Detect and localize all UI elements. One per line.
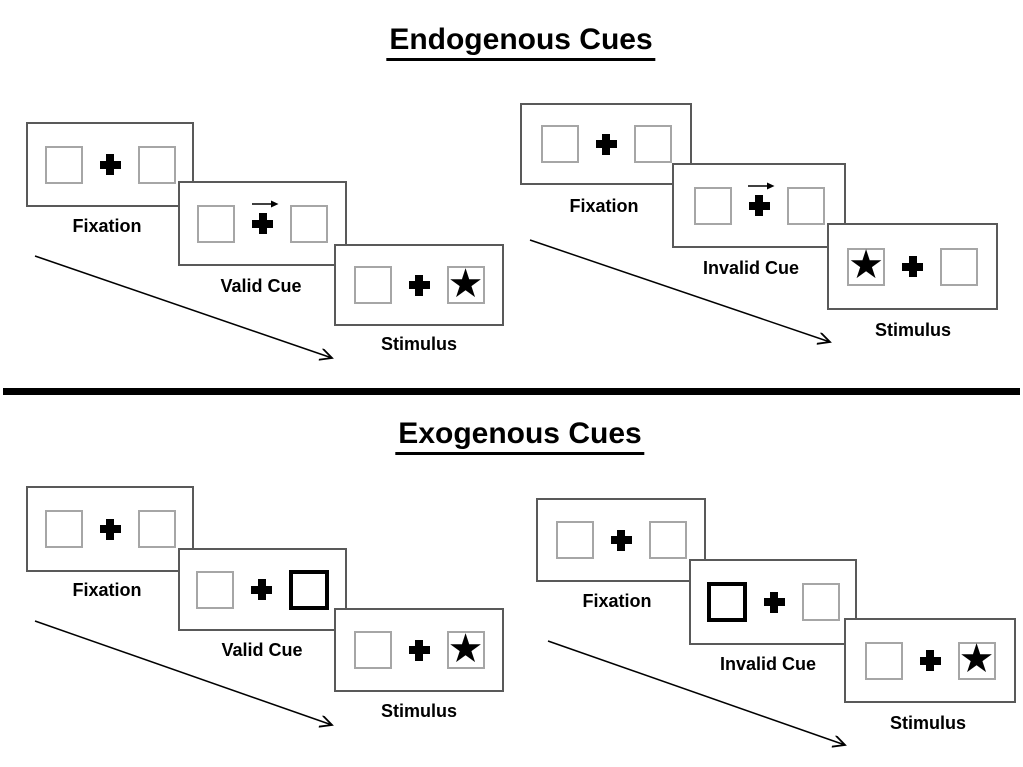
panel-content [44,510,176,548]
panel-content: ★ [847,242,978,288]
star-icon: ★ [958,636,995,682]
fixation-cross-icon [763,591,785,613]
panel-label-stimulus: Stimulus [874,320,952,340]
panel-label-fixation: Fixation [72,580,142,600]
star-icon: ★ [447,625,484,672]
fixation-cross-icon [99,518,121,540]
left-box [693,186,732,225]
panel-content [693,182,825,225]
panel-exogenous-invalid-stimulus: ★ [844,618,1016,703]
panel-endogenous-invalid-fixation [520,103,692,185]
right-box [940,247,978,286]
right-box: ★ [446,260,485,307]
panel-exogenous-valid-stimulus: ★ [334,608,504,692]
panel-exogenous-invalid-cue [689,559,857,645]
fixation-cross-icon [595,133,617,155]
left-box [353,266,392,304]
fixation-cross-icon [919,650,941,671]
panel-exogenous-invalid-fixation [536,498,706,582]
panel-endogenous-valid-cue [178,181,347,266]
cue-arrow-icon [748,182,775,190]
right-box [137,145,176,184]
star-icon: ★ [848,242,884,288]
right-box [786,186,825,225]
panel-endogenous-invalid-cue [672,163,846,248]
panel-endogenous-valid-fixation [26,122,194,207]
fixation-cross-icon [902,256,923,277]
timeline-arrow-icon [529,239,840,350]
fixation-cross-icon [99,154,121,175]
right-box: ★ [446,625,485,672]
right-box [801,583,840,621]
right-box [633,125,672,163]
panel-content [197,200,328,243]
right-box [137,510,176,548]
panel-label-valid-cue: Valid Cue [220,276,302,296]
panel-content: ★ [353,625,485,672]
right-box [648,521,687,559]
panel-content [540,125,672,163]
panel-exogenous-valid-cue [178,548,347,631]
section-title-exogenous: Exogenous Cues [395,417,645,455]
panel-content: ★ [864,636,996,682]
panel-content [196,569,329,610]
timeline-arrow-icon [34,255,342,366]
right-box-highlighted [289,569,329,610]
panel-label-fixation: Fixation [582,591,652,611]
fixation-cross-icon [748,182,775,216]
cue-arrow-icon [251,200,278,208]
panel-endogenous-invalid-stimulus: ★ [827,223,998,310]
panel-label-stimulus: Stimulus [380,334,458,354]
left-box-highlighted [706,582,747,622]
panel-label-valid-cue: Valid Cue [221,640,303,660]
panel-exogenous-valid-fixation [26,486,194,572]
right-box: ★ [957,636,996,682]
panel-content [44,145,176,184]
left-box [540,125,579,163]
section-title-endogenous: Endogenous Cues [386,23,656,61]
panel-content: ★ [353,260,485,307]
panel-content [706,582,840,622]
panel-label-fixation: Fixation [72,216,142,236]
fixation-cross-icon [251,200,278,234]
panel-label-invalid-cue: Invalid Cue [702,258,800,278]
left-box [555,521,594,559]
timeline-arrow-icon [547,640,855,753]
section-divider [3,388,1020,395]
panel-label-stimulus: Stimulus [380,701,458,721]
right-box [290,204,328,243]
left-box [197,204,235,243]
left-box [44,145,83,184]
fixation-cross-icon [408,639,430,661]
panel-label-invalid-cue: Invalid Cue [719,654,817,674]
left-box [44,510,83,548]
fixation-cross-icon [610,529,632,551]
left-box [353,631,392,669]
left-box: ★ [847,242,885,288]
left-box [864,641,903,680]
left-box [196,570,234,609]
panel-label-fixation: Fixation [569,196,639,216]
fixation-cross-icon [408,274,430,296]
timeline-arrow-icon [34,620,342,733]
star-icon: ★ [447,260,484,307]
panel-endogenous-valid-stimulus: ★ [334,244,504,326]
panel-content [555,521,687,559]
panel-label-stimulus: Stimulus [889,713,967,733]
fixation-cross-icon [251,579,272,600]
